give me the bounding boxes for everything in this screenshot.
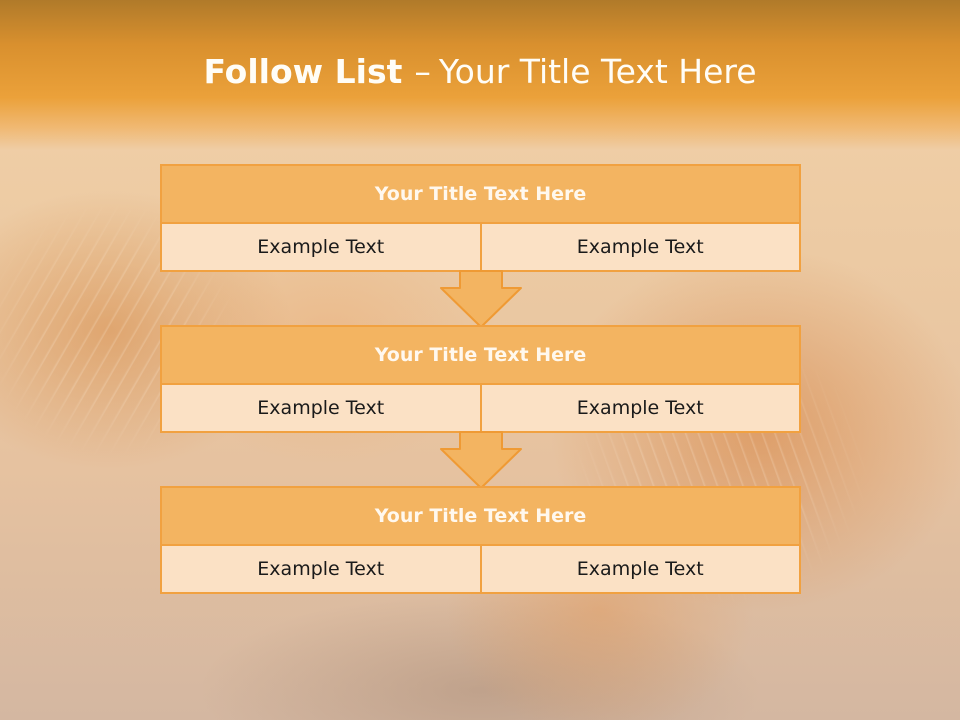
block-row: Example Text Example Text (162, 546, 799, 592)
header-band (0, 0, 960, 150)
block-title: Your Title Text Here (162, 166, 799, 224)
block-cell-right: Example Text (479, 385, 800, 431)
down-arrow-icon (440, 431, 522, 489)
block-row: Example Text Example Text (162, 224, 799, 270)
block-cell-left: Example Text (257, 397, 385, 419)
slide-title: Follow List–Your Title Text Here (0, 52, 960, 91)
list-block-2: Your Title Text Here Example Text Exampl… (160, 325, 801, 433)
list-block-3: Your Title Text Here Example Text Exampl… (160, 486, 801, 594)
list-block-1: Your Title Text Here Example Text Exampl… (160, 164, 801, 272)
block-cell-right: Example Text (479, 224, 800, 270)
block-cell-left: Example Text (257, 558, 385, 580)
title-bold: Follow List (203, 52, 403, 91)
block-row: Example Text Example Text (162, 385, 799, 431)
title-dash: – (414, 52, 431, 91)
block-title: Your Title Text Here (162, 488, 799, 546)
title-rest: Your Title Text Here (438, 52, 757, 91)
block-title: Your Title Text Here (162, 327, 799, 385)
block-cell-right: Example Text (479, 546, 800, 592)
block-cell-left: Example Text (257, 236, 385, 258)
down-arrow-icon (440, 270, 522, 328)
